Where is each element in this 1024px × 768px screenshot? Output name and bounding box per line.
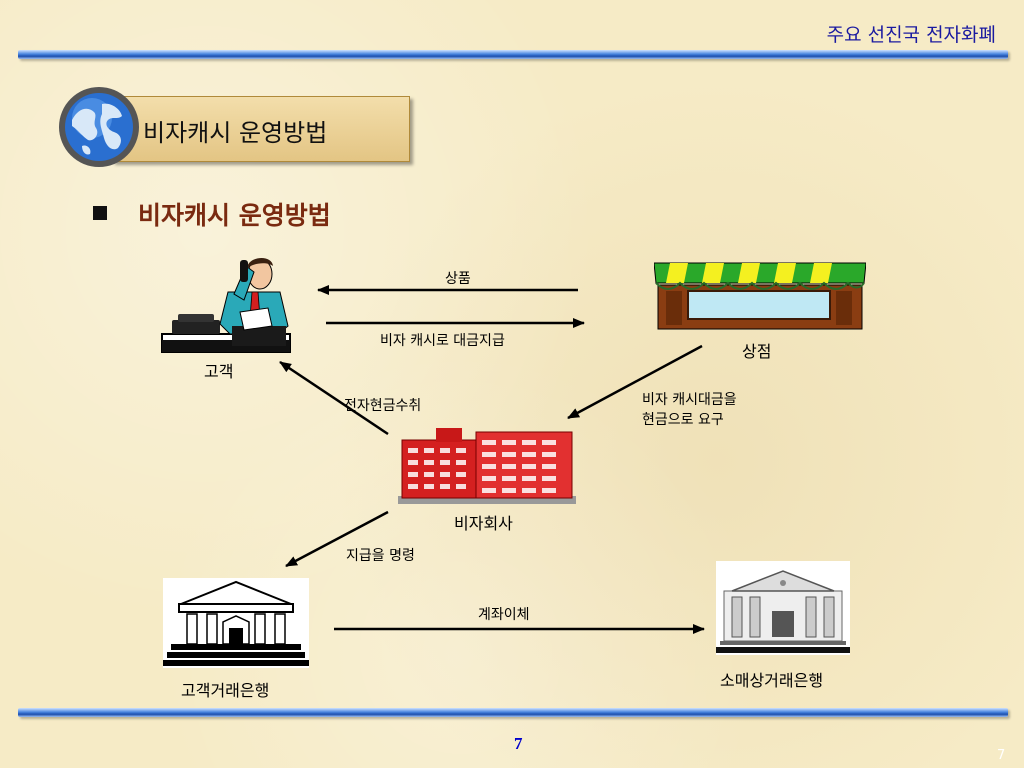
visa-building-icon [398, 428, 576, 504]
top-divider [18, 50, 1008, 59]
edge-label-request-cash-2: 현금으로 요구 [642, 412, 724, 428]
node-customer: 고객 [204, 362, 234, 381]
edge-label-payment-order: 지급을 명령 [346, 548, 415, 564]
banner-title: 비자캐시 운영방법 [143, 119, 328, 147]
edge-label-account-transfer: 계좌이체 [478, 607, 530, 623]
title-banner: 비자캐시 운영방법 [112, 96, 410, 162]
edge-label-payment: 비자 캐시로 대금지급 [380, 333, 505, 349]
node-visa-company: 비자회사 [454, 514, 513, 533]
customer-bank-icon [163, 578, 309, 668]
retailer-bank-icon [716, 561, 850, 655]
section-title: 비자캐시 운영방법 [138, 201, 331, 230]
edge-label-goods: 상품 [445, 271, 471, 287]
bullet-square-icon [93, 206, 107, 220]
store-icon [654, 262, 866, 330]
node-retailer-bank: 소매상거래은행 [720, 671, 824, 690]
bottom-divider [18, 708, 1008, 717]
page-number: 7 [514, 734, 523, 753]
arrow-payment-order [285, 510, 389, 568]
node-store: 상점 [742, 342, 772, 361]
globe-icon [59, 87, 139, 167]
edge-label-receive-cash: 전자현금수취 [344, 398, 422, 414]
header-title: 주요 선진국 전자화폐 [826, 24, 996, 46]
edge-label-request-cash-1: 비자 캐시대금을 [642, 392, 737, 408]
arrow-request-cash [567, 344, 703, 420]
slide-number: 7 [997, 748, 1006, 763]
customer-icon [161, 257, 291, 353]
node-customer-bank: 고객거래은행 [181, 681, 270, 700]
arrow-receive-cash [279, 360, 389, 436]
